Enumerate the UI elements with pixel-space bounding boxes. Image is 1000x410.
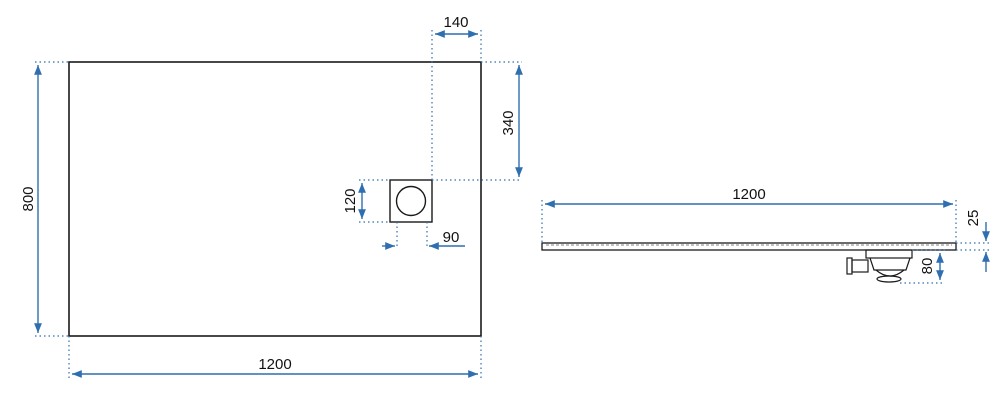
top-view: 800 1200 140 340 120	[20, 14, 523, 378]
dimension-25: 25	[956, 210, 990, 272]
drain-top	[389, 179, 433, 223]
dim-label-120: 120	[342, 188, 359, 213]
dimension-side-1200: 1200	[541, 186, 957, 243]
tray-side-profile	[541, 242, 957, 251]
dimension-80: 80	[900, 249, 945, 284]
dim-label-140: 140	[443, 14, 468, 31]
dim-label-90: 90	[443, 229, 460, 246]
dimension-120: 120	[342, 179, 390, 223]
tray-outline	[68, 61, 482, 337]
dim-label-800: 800	[20, 186, 37, 211]
side-view: 1200 25 80	[541, 186, 990, 284]
dim-label-1200-side: 1200	[732, 186, 765, 203]
dimension-height-800: 800	[20, 61, 69, 337]
dim-label-80: 80	[919, 258, 936, 275]
dim-label-340: 340	[500, 110, 517, 135]
dimension-140: 140	[431, 14, 482, 180]
dimension-width-1200: 1200	[68, 336, 482, 378]
dim-label-25: 25	[965, 210, 982, 227]
dimension-340: 340	[432, 61, 523, 181]
dim-label-1200-top: 1200	[258, 356, 291, 373]
drain-side	[846, 249, 913, 283]
dimension-90: 90	[382, 222, 465, 250]
